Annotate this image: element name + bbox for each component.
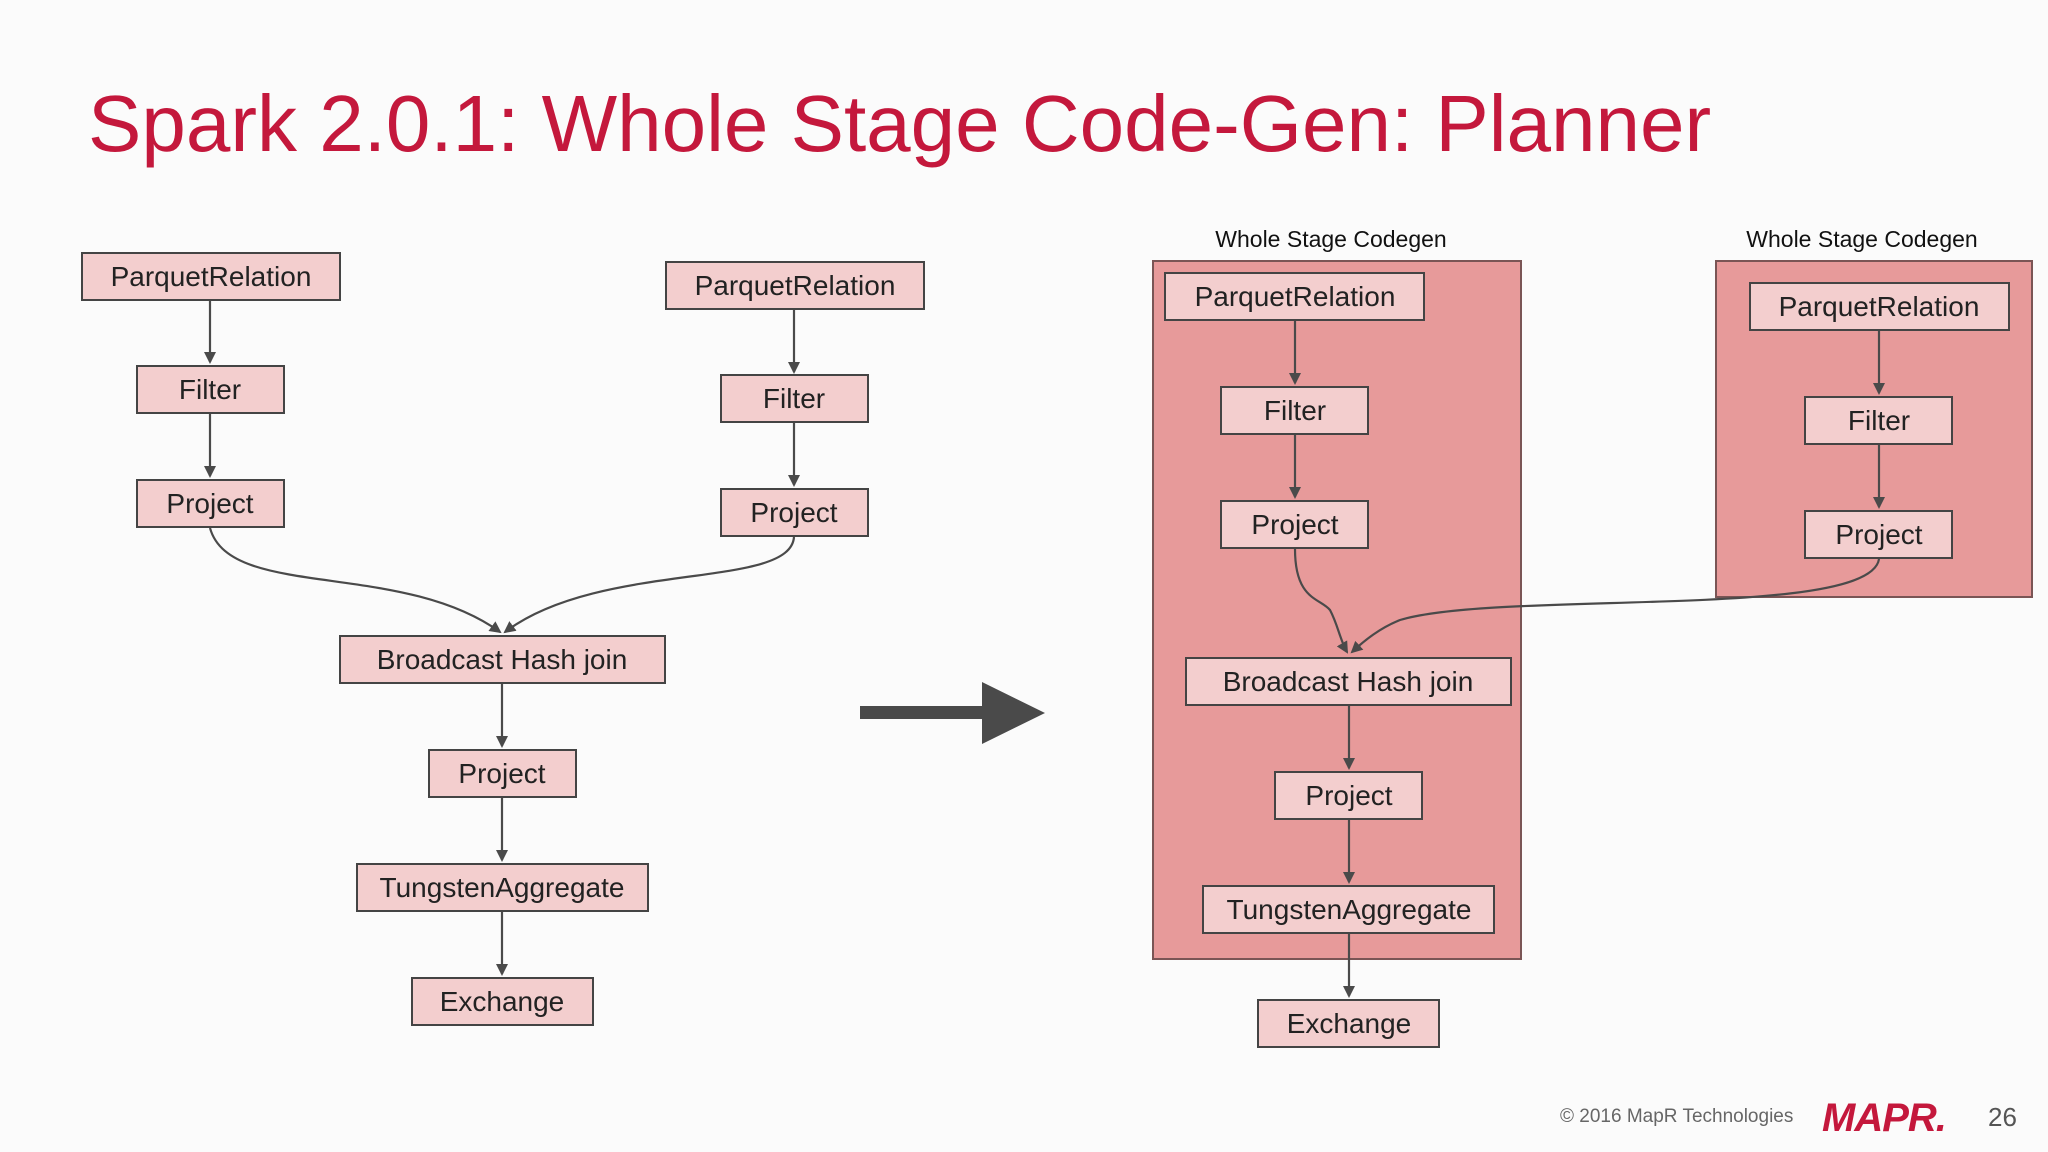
node-parquet-r2: ParquetRelation	[1749, 282, 2010, 331]
node-label: Broadcast Hash join	[377, 644, 628, 675]
node-project-left: Project	[136, 479, 285, 528]
node-label: Filter	[1848, 405, 1910, 436]
node-project-after-r: Project	[1274, 771, 1423, 820]
node-project-r2: Project	[1804, 510, 1953, 559]
node-label: Exchange	[440, 986, 565, 1017]
node-aggregate: TungstenAggregate	[356, 863, 649, 912]
node-project-r1: Project	[1220, 500, 1369, 549]
node-filter-right: Filter	[720, 374, 869, 423]
edge-project-right-join	[503, 536, 796, 634]
node-parquet-r1: ParquetRelation	[1164, 272, 1425, 321]
node-label: Exchange	[1287, 1008, 1412, 1039]
node-label: Filter	[763, 383, 825, 414]
edge-project-join-r1	[1293, 548, 1349, 654]
copyright-text: © 2016 MapR Technologies	[1560, 1106, 1794, 1127]
node-label: Project	[1305, 780, 1392, 811]
stage-label: Whole Stage Codegen	[1215, 226, 1446, 252]
node-label: Project	[166, 488, 253, 519]
node-label: Project	[750, 497, 837, 528]
right-plan: Whole Stage Codegen Whole Stage Codegen …	[1152, 226, 2033, 1048]
node-label: Project	[1251, 509, 1338, 540]
slide-title: Spark 2.0.1: Whole Stage Code-Gen: Plann…	[88, 79, 1712, 168]
node-label: Filter	[1264, 395, 1326, 426]
node-label: ParquetRelation	[695, 270, 896, 301]
node-project-right: Project	[720, 488, 869, 537]
node-exchange-r: Exchange	[1257, 999, 1440, 1048]
node-label: Project	[458, 758, 545, 789]
left-plan: ParquetRelation Filter Project ParquetRe…	[81, 252, 925, 1026]
node-exchange: Exchange	[411, 977, 594, 1026]
node-label: Filter	[179, 374, 241, 405]
node-label: TungstenAggregate	[380, 872, 625, 903]
edge-project-join-r2	[1350, 558, 1881, 654]
node-label: ParquetRelation	[1195, 281, 1396, 312]
node-join-r: Broadcast Hash join	[1185, 657, 1512, 706]
node-label: Project	[1835, 519, 1922, 550]
page-number: 26	[1988, 1102, 2017, 1132]
transform-arrow	[860, 682, 1045, 744]
node-parquet-left: ParquetRelation	[81, 252, 341, 301]
node-label: TungstenAggregate	[1227, 894, 1472, 925]
node-filter-r2: Filter	[1804, 396, 1953, 445]
mapr-logo: MAPR.	[1822, 1096, 1947, 1140]
node-label: ParquetRelation	[111, 261, 312, 292]
node-label: ParquetRelation	[1779, 291, 1980, 322]
node-parquet-right: ParquetRelation	[665, 261, 925, 310]
stage-label: Whole Stage Codegen	[1746, 226, 1977, 252]
node-label: Broadcast Hash join	[1223, 666, 1474, 697]
node-project-after: Project	[428, 749, 577, 798]
node-aggregate-r: TungstenAggregate	[1202, 885, 1495, 934]
edge-project-left-join	[208, 527, 502, 634]
codegen-stage-1: Whole Stage Codegen	[1152, 226, 1522, 960]
node-filter-left: Filter	[136, 365, 285, 414]
node-join: Broadcast Hash join	[339, 635, 666, 684]
node-filter-r1: Filter	[1220, 386, 1369, 435]
